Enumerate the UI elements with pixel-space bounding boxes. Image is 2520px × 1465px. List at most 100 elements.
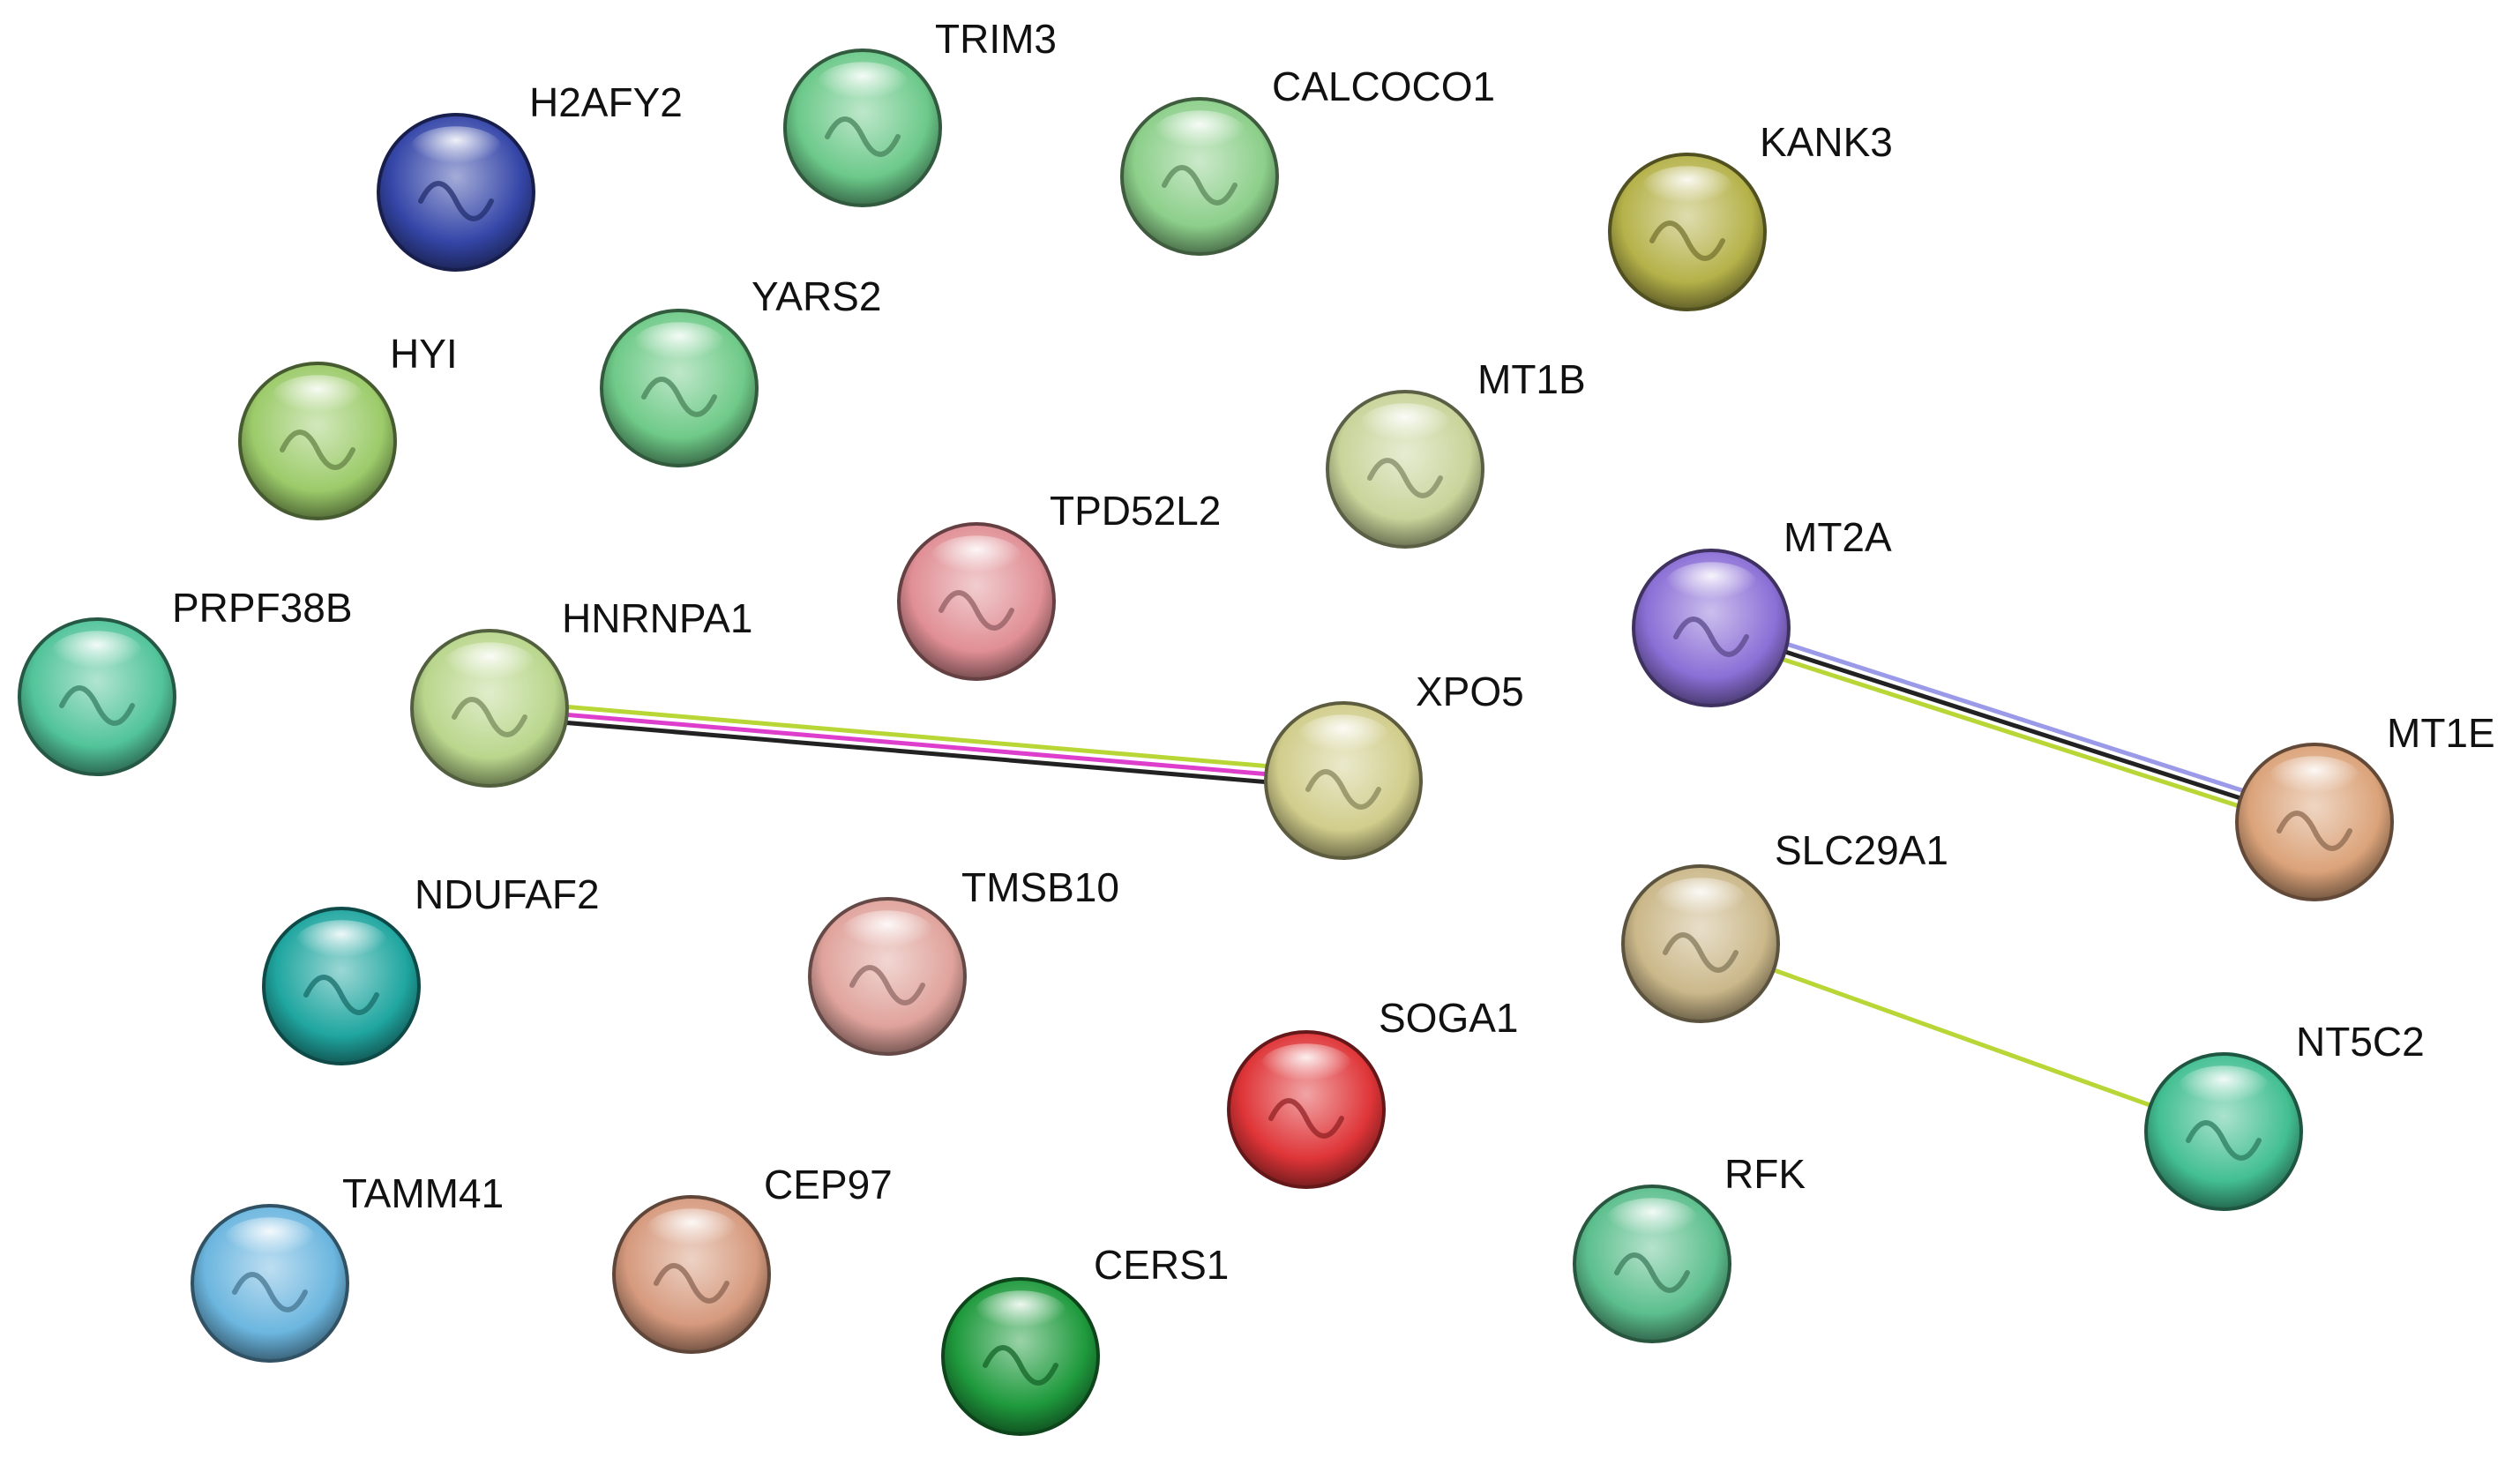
sphere-highlight — [2177, 1065, 2270, 1112]
node-label: SOGA1 — [1379, 995, 1519, 1041]
node-label: HNRNPA1 — [562, 595, 752, 641]
protein-structure-glyph — [452, 697, 527, 737]
protein-structure-glyph — [1614, 1252, 1690, 1293]
protein-structure-glyph — [1673, 617, 1749, 657]
node-label: MT1B — [1477, 356, 1586, 402]
sphere-highlight — [1260, 1043, 1353, 1090]
sphere-highlight — [1297, 714, 1390, 761]
node-label: KANK3 — [1760, 119, 1893, 165]
node-slc29a1[interactable]: SLC29A1 — [1621, 827, 1948, 1023]
node-mt2a[interactable]: MT2A — [1632, 514, 1892, 707]
protein-structure-glyph — [641, 377, 717, 417]
sphere-highlight — [223, 1217, 317, 1264]
node-nt5c2[interactable]: NT5C2 — [2144, 1019, 2425, 1211]
edge-line — [486, 714, 1345, 791]
edge-line — [1698, 941, 2226, 1134]
node-cers1[interactable]: CERS1 — [941, 1242, 1229, 1436]
protein-structure-glyph — [232, 1272, 308, 1312]
protein-structure-glyph — [1367, 458, 1443, 498]
sphere-highlight — [443, 642, 536, 689]
sphere-highlight — [974, 1290, 1067, 1337]
protein-structure-glyph — [2186, 1120, 2262, 1161]
node-kank3[interactable]: KANK3 — [1608, 119, 1893, 311]
node-label: HYI — [390, 331, 458, 377]
node-yars2[interactable]: YARS2 — [600, 273, 881, 467]
node-label: CERS1 — [1094, 1242, 1229, 1288]
node-prpf38b[interactable]: PRPF38B — [18, 585, 353, 776]
node-label: TMSB10 — [961, 864, 1119, 910]
node-calcoco1[interactable]: CALCOCO1 — [1120, 64, 1495, 256]
node-tpd52l2[interactable]: TPD52L2 — [897, 488, 1221, 681]
protein-structure-glyph — [280, 430, 355, 470]
node-tamm41[interactable]: TAMM41 — [191, 1170, 504, 1363]
node-label: TAMM41 — [342, 1170, 504, 1216]
node-xpo5[interactable]: XPO5 — [1264, 669, 1524, 860]
node-soga1[interactable]: SOGA1 — [1227, 995, 1519, 1189]
node-trim3[interactable]: TRIM3 — [783, 16, 1057, 207]
edge-line — [487, 706, 1346, 783]
node-hnrnpa1[interactable]: HNRNPA1 — [410, 595, 752, 788]
edge-line — [1711, 617, 2320, 817]
sphere-highlight — [271, 375, 364, 422]
node-label: TPD52L2 — [1050, 488, 1221, 534]
protein-structure-glyph — [654, 1263, 729, 1304]
edge-mt2a-mt1e[interactable] — [1706, 617, 2320, 833]
node-mt1e[interactable]: MT1E — [2235, 710, 2495, 901]
node-rfk[interactable]: RFK — [1573, 1151, 1806, 1343]
sphere-highlight — [295, 920, 388, 967]
protein-structure-glyph — [303, 975, 379, 1015]
edge-slc29a1-nt5c2[interactable] — [1698, 941, 2226, 1134]
edge-line — [1709, 625, 2317, 825]
node-label: NT5C2 — [2296, 1019, 2425, 1065]
node-h2afy2[interactable]: H2AFY2 — [377, 79, 683, 272]
sphere-highlight — [841, 910, 934, 957]
sphere-highlight — [409, 126, 503, 174]
node-label: XPO5 — [1416, 669, 1524, 714]
protein-structure-glyph — [418, 181, 494, 221]
sphere-highlight — [1605, 1198, 1699, 1245]
edge-line — [488, 698, 1347, 775]
node-label: CALCOCO1 — [1272, 64, 1495, 109]
protein-structure-glyph — [1305, 769, 1381, 810]
edge-line — [1706, 633, 2314, 833]
node-mt1b[interactable]: MT1B — [1326, 356, 1586, 549]
node-tmsb10[interactable]: TMSB10 — [808, 864, 1119, 1056]
sphere-highlight — [1664, 562, 1758, 609]
protein-structure-glyph — [1649, 220, 1725, 261]
node-hyi[interactable]: HYI — [238, 331, 458, 520]
node-ndufaf2[interactable]: NDUFAF2 — [262, 871, 600, 1065]
node-label: MT1E — [2387, 710, 2495, 756]
node-label: CEP97 — [764, 1162, 893, 1207]
node-label: H2AFY2 — [529, 79, 683, 125]
protein-structure-glyph — [1162, 165, 1238, 206]
edge-hnrnpa1-xpo5[interactable] — [486, 698, 1347, 791]
node-label: NDUFAF2 — [415, 871, 600, 917]
node-label: PRPF38B — [172, 585, 353, 631]
protein-structure-glyph — [1268, 1098, 1344, 1139]
protein-structure-glyph — [2277, 811, 2352, 851]
node-label: SLC29A1 — [1775, 827, 1948, 873]
sphere-highlight — [645, 1208, 738, 1255]
node-label: YARS2 — [752, 273, 881, 319]
protein-structure-glyph — [849, 965, 925, 1005]
node-cep97[interactable]: CEP97 — [612, 1162, 893, 1354]
sphere-highlight — [930, 535, 1023, 582]
protein-structure-glyph — [983, 1345, 1058, 1386]
node-label: RFK — [1724, 1151, 1806, 1197]
sphere-highlight — [1358, 403, 1452, 450]
protein-structure-glyph — [1663, 932, 1739, 973]
sphere-highlight — [50, 631, 144, 677]
edge-layer — [486, 617, 2320, 1134]
sphere-highlight — [1654, 878, 1747, 924]
node-label: MT2A — [1783, 514, 1892, 560]
sphere-highlight — [816, 62, 909, 108]
sphere-highlight — [632, 322, 726, 369]
sphere-highlight — [1641, 166, 1734, 213]
sphere-highlight — [1153, 110, 1246, 157]
protein-structure-glyph — [59, 685, 135, 726]
node-label: TRIM3 — [935, 16, 1057, 62]
protein-structure-glyph — [938, 590, 1014, 631]
protein-structure-glyph — [825, 116, 901, 157]
